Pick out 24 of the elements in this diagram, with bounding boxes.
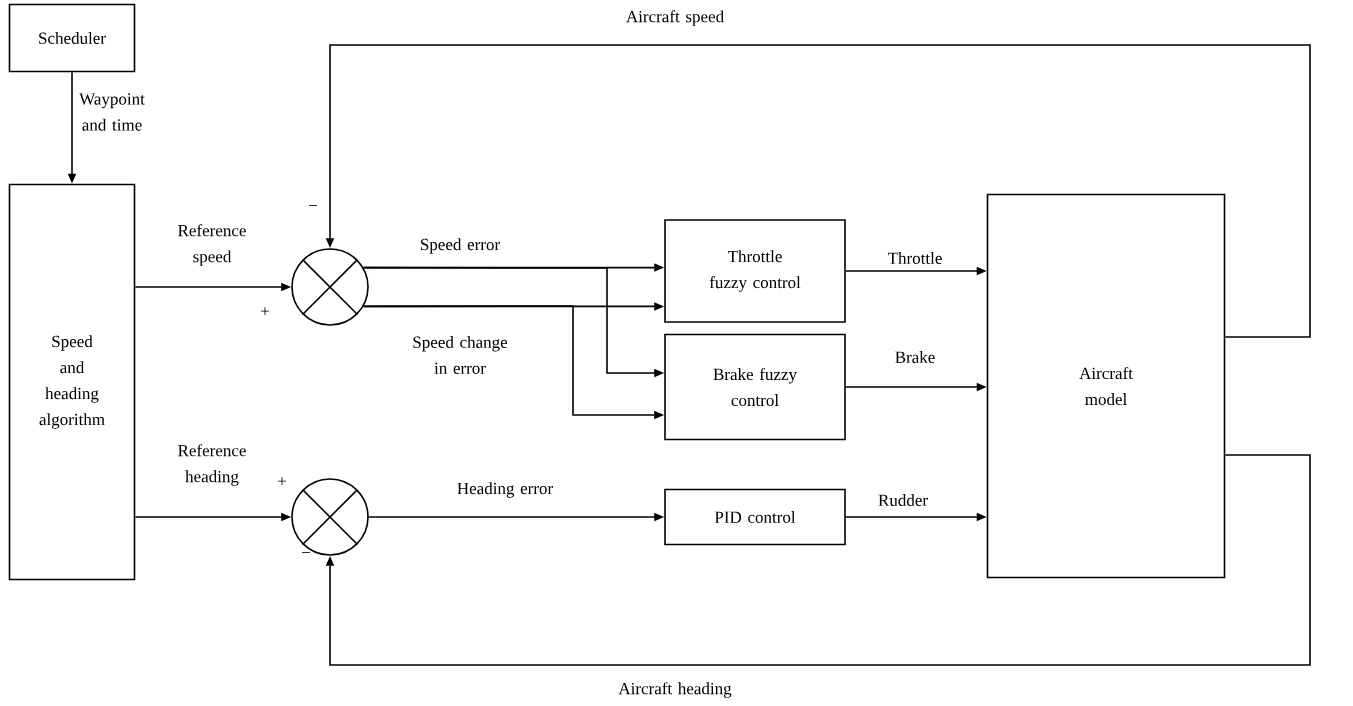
sign-label: + — [261, 307, 269, 316]
edge-label: Rudder — [878, 494, 928, 506]
block-box: Scheduler — [8, 3, 136, 73]
summing-junction — [291, 248, 369, 326]
edge-label: Reference speed — [178, 224, 246, 266]
arrow — [325, 454, 1311, 666]
edge-label: Speed change in error — [413, 336, 508, 374]
edge-label: Reference heading — [178, 444, 246, 486]
summing-junction — [291, 478, 369, 556]
edge-label: Aircraft speed — [626, 10, 724, 26]
edge-label: Speed error — [421, 238, 500, 254]
sign-label: − — [309, 205, 317, 206]
edge-label: Waypoint and time — [79, 93, 145, 131]
block-box: PID control — [664, 488, 846, 546]
edge-label: Heading error — [457, 482, 553, 498]
sign-label: − — [302, 552, 310, 553]
edge-label: Throttle — [887, 252, 942, 264]
block-box: Speed and heading algorithm — [8, 183, 136, 581]
block-box: Aircraft model — [986, 193, 1226, 579]
block-box: Brake fuzzy control — [664, 333, 846, 441]
sign-label: + — [278, 477, 286, 486]
block-box: Throttle fuzzy control — [664, 219, 846, 323]
edge-label: Aircraft heading — [618, 682, 732, 698]
edge-label: Brake — [895, 351, 935, 363]
